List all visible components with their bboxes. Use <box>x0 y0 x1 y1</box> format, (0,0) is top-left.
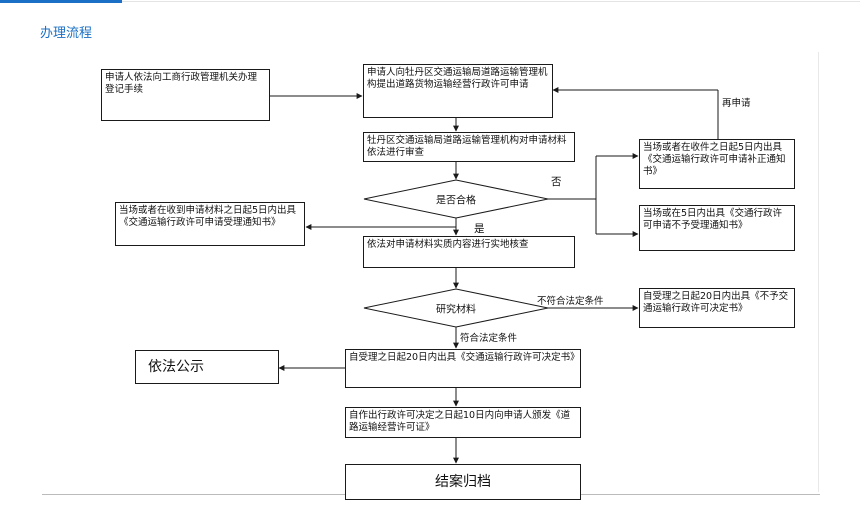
step-verify: 依法对申请材料实质内容进行实地核查 <box>363 236 575 268</box>
page-title: 办理流程 <box>40 26 93 41</box>
step-apply: 申请人向牡丹区交通运输局道路运输管理机构提出道路货物运输经营行政许可申请 <box>363 64 553 118</box>
step-register: 申请人依法向工商行政管理机关办理登记手续 <box>101 69 270 121</box>
step-grant-decision: 自受理之日起20日内出具《交通运输行政许可决定书》 <box>345 349 581 388</box>
step-accept-notice: 当场或者在收到申请材料之日起5日内出具《交通运输行政许可申请受理通知书》 <box>115 202 305 246</box>
step-review: 牡丹区交通运输局道路运输管理机构对申请材料依法进行审查 <box>363 132 575 162</box>
frame-right-border <box>818 52 819 492</box>
label-meet: 符合法定条件 <box>460 333 518 344</box>
decision-qualified-label: 是否合格 <box>436 195 476 207</box>
step-correction-notice: 当场或者在收件之日起5日内出具《交通运输行政许可申请补正通知书》 <box>639 139 795 189</box>
step-publicize: 依法公示 <box>135 350 279 384</box>
step-reject-notice: 当场或在5日内出具《交通行政许可申请不予受理通知书》 <box>639 205 795 251</box>
decision-study-label: 研究材料 <box>436 304 476 316</box>
active-tab-underline <box>0 0 122 3</box>
label-yes: 是 <box>474 223 485 235</box>
label-reapply: 再申请 <box>722 98 751 109</box>
step-archive: 结案归档 <box>345 464 581 500</box>
step-deny-decision: 自受理之日起20日内出具《不予交通运输行政许可决定书》 <box>639 288 795 328</box>
step-issue-license: 自作出行政许可决定之日起10日内向申请人颁发《道路运输经营许可证》 <box>345 407 581 438</box>
label-not-meet: 不符合法定条件 <box>537 296 604 307</box>
label-no: 否 <box>551 176 562 188</box>
top-divider <box>122 1 860 2</box>
